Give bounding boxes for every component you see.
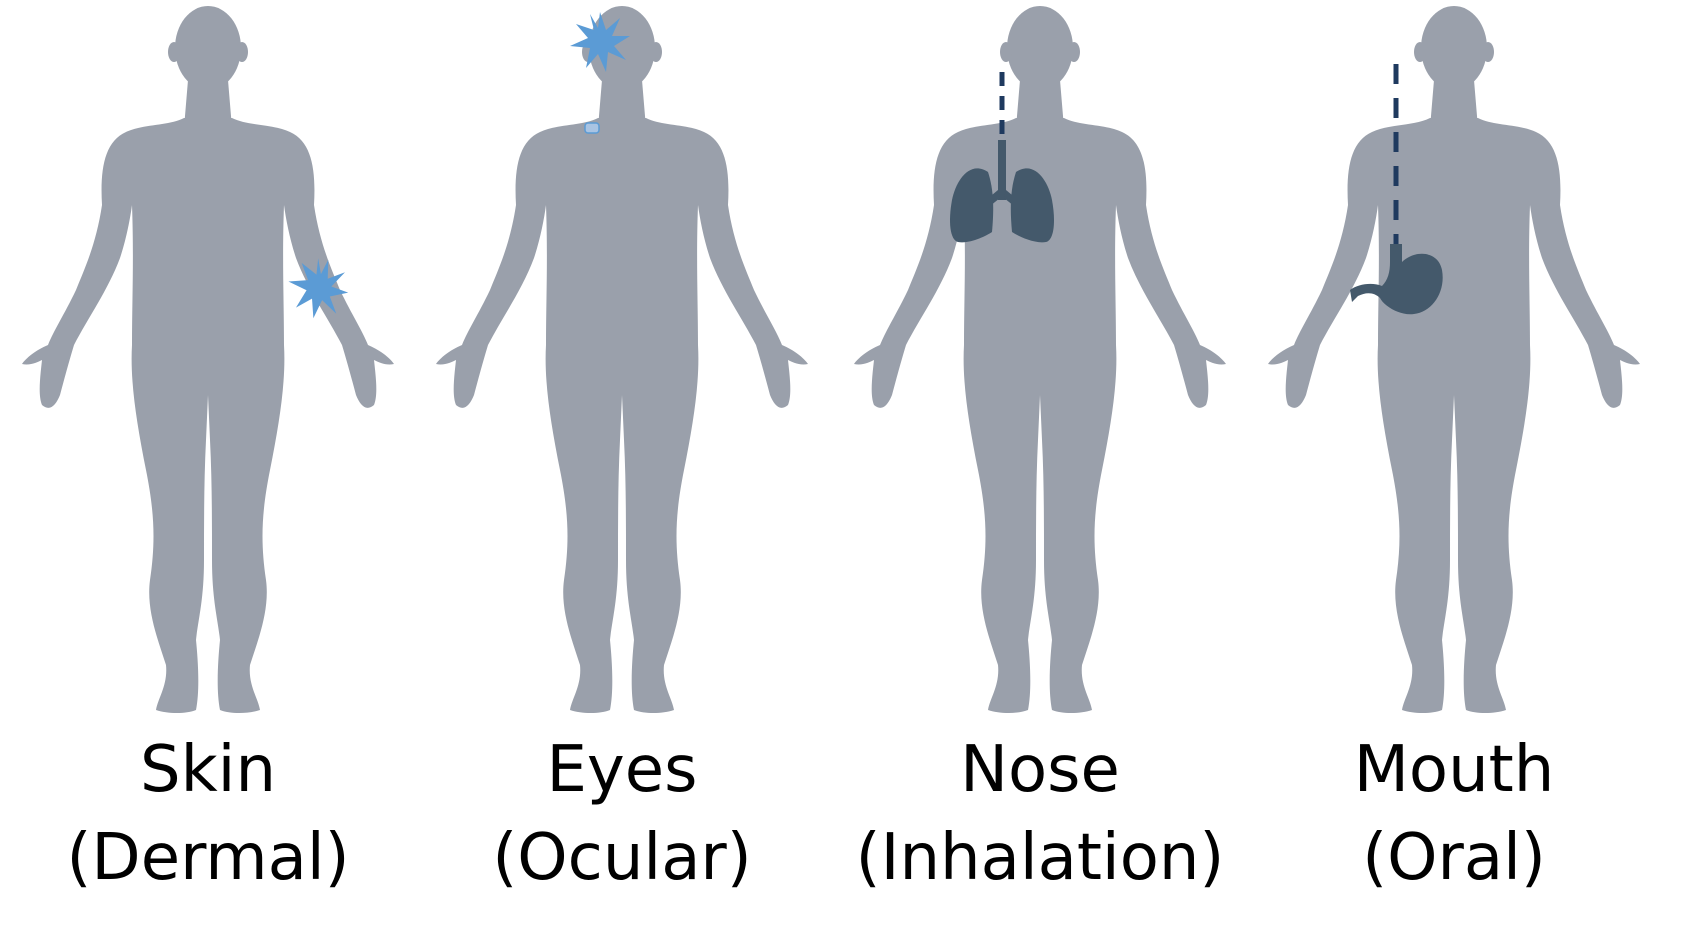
route-caption: Skin (Dermal) (0, 726, 418, 902)
route-nose-figure: Nose (Inhalation) (830, 0, 1250, 949)
small-patch-icon (585, 123, 599, 133)
route-name: Eyes (412, 726, 832, 814)
route-caption: Mouth (Oral) (1244, 726, 1664, 902)
route-name: Mouth (1244, 726, 1664, 814)
route-type: (Oral) (1244, 814, 1664, 902)
route-mouth-figure: Mouth (Oral) (1244, 0, 1664, 949)
body-silhouette-icon (412, 0, 832, 730)
route-type: (Ocular) (412, 814, 832, 902)
route-eyes-figure: Eyes (Ocular) (412, 0, 832, 949)
route-name: Skin (0, 726, 418, 814)
body-silhouette-icon (830, 0, 1250, 730)
route-skin-figure: Skin (Dermal) (0, 0, 418, 949)
body-silhouette-icon (1244, 0, 1664, 730)
route-caption: Eyes (Ocular) (412, 726, 832, 902)
route-type: (Inhalation) (830, 814, 1250, 902)
route-type: (Dermal) (0, 814, 418, 902)
route-name: Nose (830, 726, 1250, 814)
route-caption: Nose (Inhalation) (830, 726, 1250, 902)
body-silhouette-icon (0, 0, 418, 730)
